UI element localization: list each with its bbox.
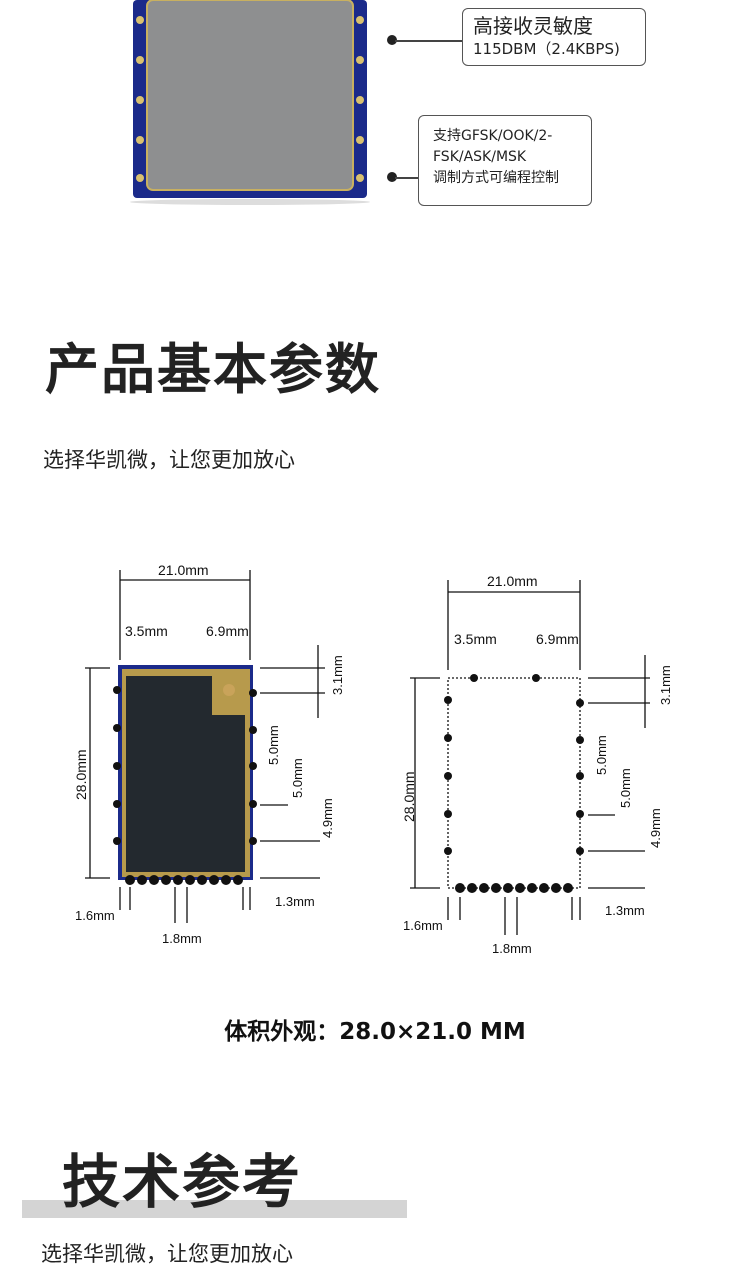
callout-line xyxy=(395,177,418,179)
callout-line-3: 调制方式可编程控制 xyxy=(433,170,559,186)
dim-bottom-pitch: 1.8mm xyxy=(162,931,202,946)
section-subtitle-tech: 选择华凯微，让您更加放心 xyxy=(41,1242,293,1266)
dim-width: 21.0mm xyxy=(487,573,538,589)
module-photo xyxy=(125,0,375,205)
dim-left-offset: 3.5mm xyxy=(125,623,168,639)
section-title-tech: 技术参考 xyxy=(62,1148,303,1216)
size-caption: 体积外观：28.0×21.0 MM xyxy=(224,1019,526,1045)
dim-bottom-right: 1.3mm xyxy=(275,894,315,909)
dimension-diagram-photo: 21.0mm 3.5mm 6.9mm 28.0mm 3.1mm 5.0mm 5.… xyxy=(73,562,345,946)
callout-dot xyxy=(387,35,397,45)
callout-line xyxy=(395,40,462,42)
dim-bottom-left: 1.6mm xyxy=(75,908,115,923)
dim-pitch-a: 5.0mm xyxy=(266,725,281,765)
callout-line-1: 支持GFSK/OOK/2- xyxy=(433,128,553,144)
title-underline-bar xyxy=(22,1200,407,1218)
dim-right-offset: 6.9mm xyxy=(536,631,579,647)
section-title-params: 产品基本参数 xyxy=(45,338,381,401)
dim-top-pin: 3.1mm xyxy=(658,665,670,705)
dim-bottom-right: 1.3mm xyxy=(605,903,645,918)
dim-left-offset: 3.5mm xyxy=(454,631,497,647)
dim-width: 21.0mm xyxy=(158,562,209,578)
dimension-diagram-outline: 21.0mm 3.5mm 6.9mm 28.0mm 3.1mm 5.0mm 5.… xyxy=(401,573,670,956)
dim-pitch-b: 5.0mm xyxy=(618,768,633,808)
callout-title: 高接收灵敏度 xyxy=(473,14,593,38)
section-subtitle-params: 选择华凯微，让您更加放心 xyxy=(43,448,295,472)
dim-pitch-c: 4.9mm xyxy=(320,798,335,838)
dim-bottom-left: 1.6mm xyxy=(403,918,443,933)
dim-pitch-b: 5.0mm xyxy=(290,758,305,798)
callout-sensitivity: 高接收灵敏度 115DBM（2.4KBPS) xyxy=(462,8,646,66)
dim-height: 28.0mm xyxy=(401,771,417,822)
callout-line-2: FSK/ASK/MSK xyxy=(433,149,527,165)
dim-bottom-pitch: 1.8mm xyxy=(492,941,532,956)
dim-pitch-c: 4.9mm xyxy=(648,808,663,848)
callout-modulation: 支持GFSK/OOK/2- FSK/ASK/MSK 调制方式可编程控制 xyxy=(418,115,592,206)
callout-detail: 115DBM（2.4KBPS) xyxy=(473,40,620,58)
callout-dot xyxy=(387,172,397,182)
dim-pitch-a: 5.0mm xyxy=(594,735,609,775)
dim-top-pin: 3.1mm xyxy=(330,655,345,695)
dim-height: 28.0mm xyxy=(73,749,89,800)
dim-right-offset: 6.9mm xyxy=(206,623,249,639)
